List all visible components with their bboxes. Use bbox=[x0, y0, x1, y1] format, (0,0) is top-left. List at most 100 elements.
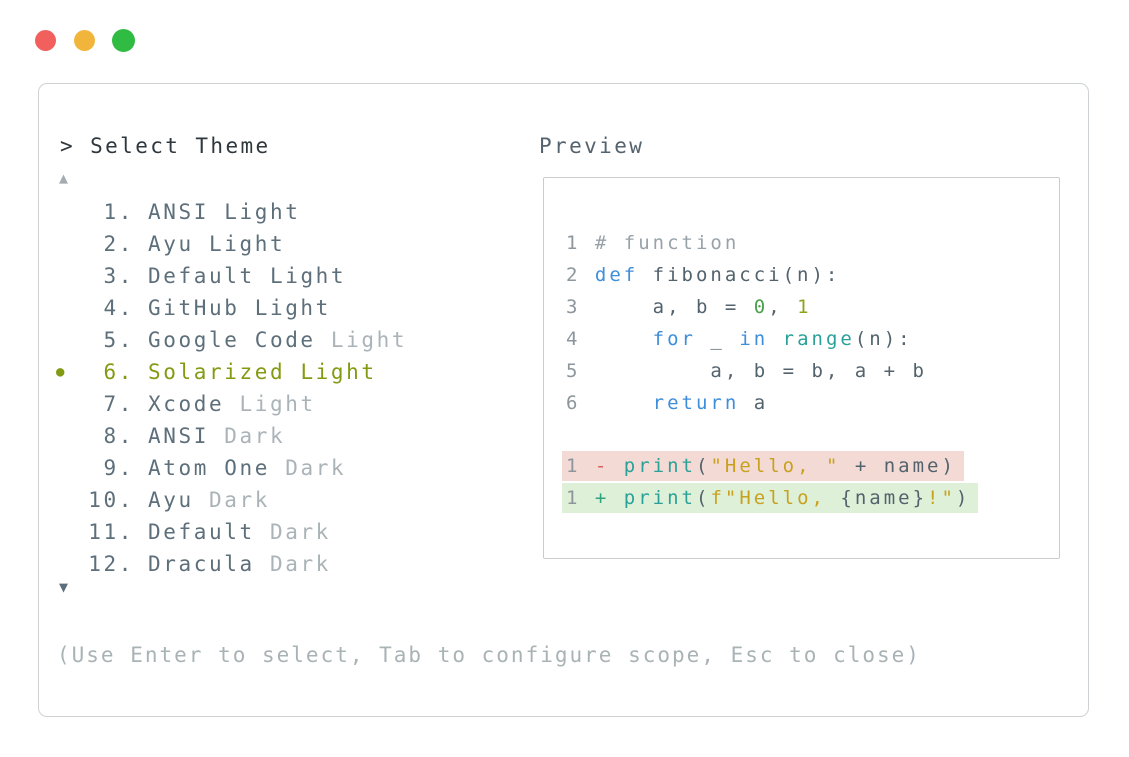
code-token: print bbox=[623, 455, 696, 477]
code-token bbox=[768, 328, 782, 350]
preview-box: 1 # function 2 def fibonacci(n): 3 a, b = … bbox=[543, 177, 1060, 559]
theme-item-number: 3. bbox=[103, 264, 134, 288]
line-number: 3 bbox=[566, 296, 595, 318]
theme-item-number: 7. bbox=[103, 392, 134, 416]
theme-item-label: Dracula Dark bbox=[148, 552, 331, 576]
code-token: a bbox=[739, 392, 769, 414]
theme-item-ansi-dark[interactable]: 8.ANSI Dark bbox=[56, 420, 407, 452]
theme-item-dracula-dark[interactable]: 12. Dracula Dark bbox=[56, 548, 407, 580]
theme-item-variant: Dark bbox=[224, 424, 286, 448]
code-token: ( bbox=[695, 455, 711, 477]
theme-item-label: Atom One Dark bbox=[148, 456, 346, 480]
scroll-down-icon[interactable]: ▼ bbox=[59, 578, 69, 596]
code-line: 5 a, b = b, a + b bbox=[566, 355, 978, 387]
theme-item-name: GitHub bbox=[148, 296, 255, 320]
theme-item-variant: Light bbox=[269, 264, 347, 288]
theme-item-label: ANSI Light bbox=[148, 200, 300, 224]
code-token: fibonacci(n): bbox=[638, 264, 841, 286]
code-token: 1 bbox=[797, 296, 812, 318]
selected-bullet-icon: ● bbox=[56, 364, 65, 380]
theme-item-number: 12. bbox=[88, 552, 134, 576]
code-token: def bbox=[594, 264, 639, 286]
theme-item-label: Xcode Light bbox=[148, 392, 316, 416]
theme-item-variant: Light bbox=[208, 232, 286, 256]
line-number: 2 bbox=[566, 264, 595, 286]
code-token: in bbox=[739, 328, 769, 350]
code-token: a, b = bbox=[594, 296, 754, 318]
theme-item-name: ANSI bbox=[148, 200, 225, 224]
code-token: range bbox=[782, 328, 855, 350]
preview-label: Preview bbox=[539, 134, 645, 158]
theme-item-number: 6. bbox=[103, 360, 134, 384]
theme-item-variant: Light bbox=[300, 360, 377, 384]
code-token: for bbox=[652, 328, 696, 350]
theme-item-number: 4. bbox=[103, 296, 134, 320]
code-token bbox=[595, 392, 653, 414]
line-number: 5 bbox=[566, 360, 595, 382]
code-block: 1 # function 2 def fibonacci(n): 3 a, b = … bbox=[562, 227, 979, 515]
line-number: 6 bbox=[566, 392, 595, 414]
theme-item-variant: Dark bbox=[269, 520, 331, 544]
theme-item-variant: Dark bbox=[285, 456, 347, 480]
theme-item-variant: Light bbox=[224, 200, 301, 224]
theme-item-name: Google Code bbox=[148, 328, 331, 352]
theme-item-number: 11. bbox=[88, 520, 134, 544]
line-number: 1 bbox=[566, 455, 595, 477]
theme-item-label: Default Dark bbox=[148, 520, 331, 544]
picker-title: > Select Theme bbox=[60, 134, 271, 158]
code-token: ( bbox=[695, 487, 711, 509]
theme-item-github-light[interactable]: 4. GitHub Light bbox=[56, 292, 407, 324]
theme-item-label: Google Code Light bbox=[148, 328, 407, 352]
code-blank-line bbox=[566, 419, 978, 451]
theme-picker-window: > Select Theme ▲ 1.ANSI Light 2. Ayu Light… bbox=[38, 83, 1089, 717]
theme-item-solarized-light[interactable]: ● 6. Solarized Light bbox=[56, 356, 407, 388]
scroll-up-icon[interactable]: ▲ bbox=[59, 169, 69, 187]
theme-item-google-code-light[interactable]: 5. Google Code Light bbox=[56, 324, 407, 356]
diff-line-removed: 1 - print("Hello, " + name) bbox=[562, 451, 964, 481]
theme-item-name: ANSI bbox=[148, 424, 225, 448]
theme-item-variant: Light bbox=[254, 296, 331, 320]
theme-item-label: Ayu Dark bbox=[148, 488, 270, 512]
theme-item-name: Xcode bbox=[148, 392, 240, 416]
code-token: 0 bbox=[753, 296, 769, 318]
code-token bbox=[595, 328, 653, 350]
theme-item-number: 2. bbox=[103, 232, 134, 256]
code-token: !" bbox=[927, 487, 956, 509]
theme-item-name: Ayu bbox=[148, 488, 209, 512]
zoom-button[interactable] bbox=[112, 29, 135, 52]
theme-item-label: Ayu Light bbox=[148, 232, 285, 256]
code-token: "Hello, " bbox=[710, 455, 841, 477]
diff-plus-icon: + bbox=[594, 487, 624, 509]
theme-item-variant: Light bbox=[239, 392, 316, 416]
theme-item-name: Atom One bbox=[148, 456, 286, 480]
code-line: 1 # function bbox=[566, 227, 978, 259]
theme-item-ansi-light[interactable]: 1.ANSI Light bbox=[56, 196, 407, 228]
code-token: {name} bbox=[840, 487, 928, 509]
theme-item-ayu-light[interactable]: 2. Ayu Light bbox=[56, 228, 407, 260]
theme-item-atom-one-dark[interactable]: 9.Atom One Dark bbox=[56, 452, 407, 484]
code-token: a, b = b, a + b bbox=[594, 360, 927, 382]
theme-item-variant: Light bbox=[330, 328, 408, 352]
close-button[interactable] bbox=[35, 30, 56, 51]
theme-item-default-dark[interactable]: 11. Default Dark bbox=[56, 516, 407, 548]
diff-row: 1 - print("Hello, " + name) bbox=[562, 451, 978, 483]
code-line: 4 for _ in range(n): bbox=[566, 323, 978, 355]
theme-item-label: Solarized Light bbox=[148, 360, 377, 384]
theme-item-number: 5. bbox=[103, 328, 134, 352]
theme-item-xcode-light[interactable]: 7. Xcode Light bbox=[56, 388, 407, 420]
code-token: , bbox=[768, 296, 798, 318]
theme-item-name: Default bbox=[148, 520, 270, 544]
theme-item-ayu-dark[interactable]: 10. Ayu Dark bbox=[56, 484, 407, 516]
code-token: + name) bbox=[840, 455, 956, 477]
code-line: 6 return a bbox=[566, 387, 978, 419]
diff-minus-icon: - bbox=[594, 455, 624, 477]
diff-row: 1 + print(f"Hello, {name}!") bbox=[562, 483, 979, 515]
theme-item-number: 10. bbox=[88, 488, 134, 512]
code-token: ) bbox=[955, 487, 971, 509]
theme-item-variant: Dark bbox=[208, 488, 270, 512]
theme-item-default-light[interactable]: 3.Default Light bbox=[56, 260, 407, 292]
minimize-button[interactable] bbox=[74, 30, 95, 51]
theme-item-name: Solarized bbox=[148, 360, 301, 384]
line-number: 1 bbox=[566, 487, 595, 509]
